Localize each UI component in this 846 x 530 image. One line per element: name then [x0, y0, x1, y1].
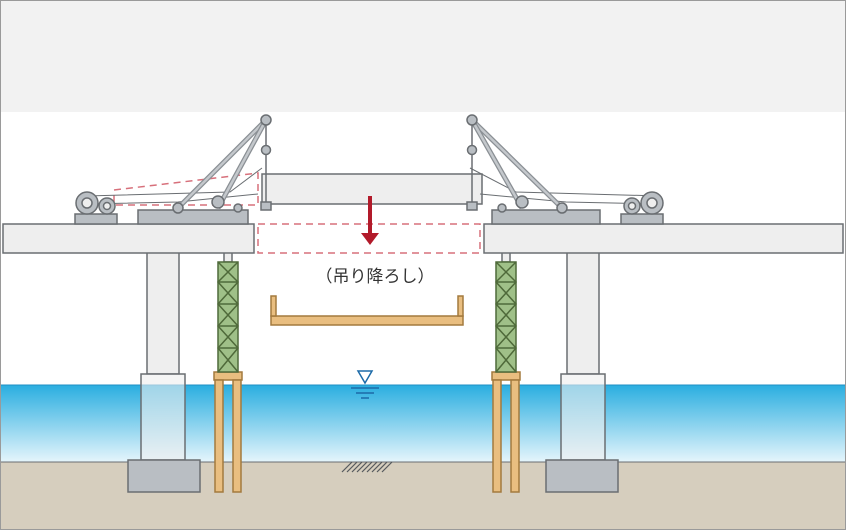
riverbed-hatch	[341, 461, 393, 473]
left-timber-piles	[213, 371, 243, 493]
work-platform	[270, 295, 464, 326]
riverbed-ground	[0, 462, 846, 530]
right-erection-rig	[466, 114, 664, 225]
down-arrow-icon	[361, 196, 379, 245]
water-level-icon	[351, 370, 379, 399]
left-deck-girder	[2, 223, 255, 254]
right-timber-piles	[491, 371, 521, 493]
left-truss-bent	[216, 251, 240, 373]
lowering-caption: （吊り降ろし）	[315, 267, 435, 287]
left-erection-rig	[74, 114, 272, 225]
right-truss-bent	[494, 251, 518, 373]
water	[0, 385, 846, 463]
sky-band	[0, 0, 846, 112]
right-pier	[545, 251, 619, 493]
left-pier	[127, 251, 201, 493]
right-deck-girder	[483, 223, 844, 254]
